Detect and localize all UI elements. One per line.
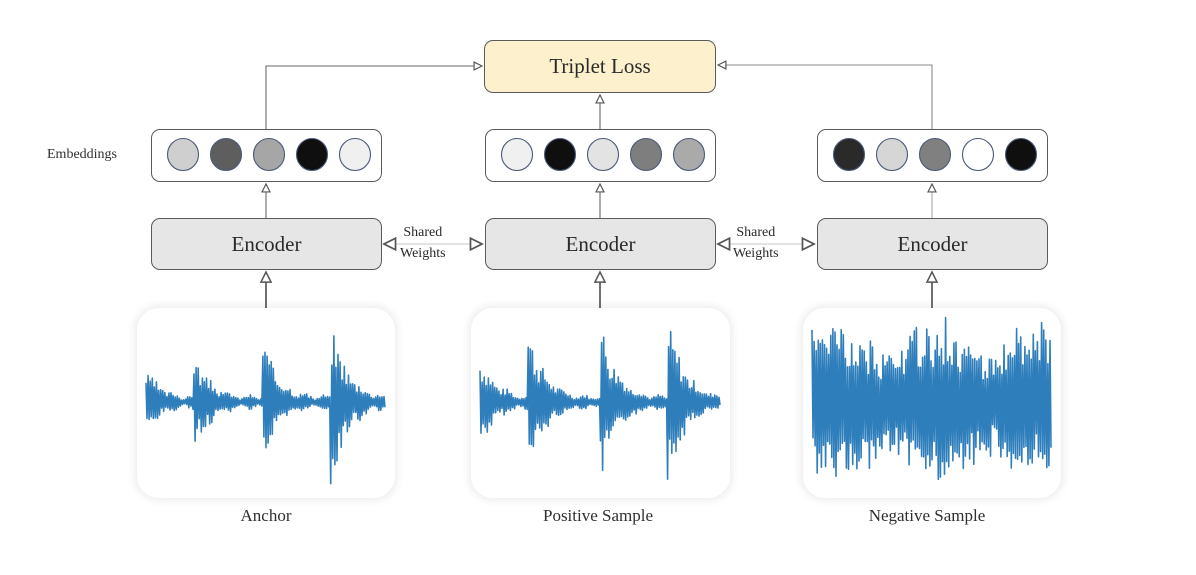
anchor-waveform-card xyxy=(137,308,395,498)
waveform-path xyxy=(479,330,721,480)
embedding-cell xyxy=(1004,137,1038,172)
embedding-cell xyxy=(586,137,620,172)
positive-embedding-box xyxy=(485,129,716,182)
embedding-cell xyxy=(543,137,577,172)
negative-embedding-box xyxy=(817,129,1048,182)
positive-encoder-box: Encoder xyxy=(485,218,716,270)
embedding-cell xyxy=(252,137,286,172)
embedding-cell xyxy=(672,137,706,172)
embedding-cell xyxy=(961,137,995,172)
anchor-encoder-label: Encoder xyxy=(231,231,302,256)
positive-embedding-vector xyxy=(500,137,706,172)
anchor-embedding-vector xyxy=(166,137,372,172)
positive-waveform xyxy=(479,330,721,480)
embeddings-label: Embeddings xyxy=(47,147,117,162)
triplet-loss-box: Triplet Loss xyxy=(484,40,716,93)
waveform-path xyxy=(811,316,1052,481)
embedding-cell xyxy=(500,137,534,172)
negative-encoder-label: Encoder xyxy=(897,231,968,256)
anchor-caption: Anchor xyxy=(240,506,292,525)
anchor-waveform xyxy=(145,335,386,485)
triplet-loss-label: Triplet Loss xyxy=(549,54,651,78)
embedding-cell xyxy=(875,137,909,172)
shared-weights-label-1: Shared Weights xyxy=(400,222,446,264)
embedding-cell xyxy=(295,137,329,172)
shared-weights-label-2: Shared Weights xyxy=(733,222,779,264)
positive-encoder-label: Encoder xyxy=(565,231,636,256)
shared-weights-line-1: Shared xyxy=(736,225,776,240)
embedding-cell xyxy=(832,137,866,172)
shared-weights-line-2: Weights xyxy=(733,246,779,261)
positive-caption: Positive Sample xyxy=(542,506,654,525)
embedding-cell xyxy=(209,137,243,172)
negative-waveform-card xyxy=(803,308,1061,498)
negative-waveform xyxy=(811,316,1052,481)
anchor-to-loss-arrow xyxy=(265,66,482,129)
embedding-cell xyxy=(338,137,372,172)
embedding-cell xyxy=(166,137,200,172)
shared-weights-line-2: Weights xyxy=(400,246,446,261)
positive-waveform-card xyxy=(471,308,730,498)
shared-weights-line-1: Shared xyxy=(403,225,443,240)
waveform-path xyxy=(145,335,386,485)
negative-embedding-vector xyxy=(832,137,1038,172)
negative-to-loss-arrow xyxy=(718,65,933,129)
anchor-encoder-box: Encoder xyxy=(151,218,382,270)
embedding-cell xyxy=(629,137,663,172)
negative-encoder-box: Encoder xyxy=(817,218,1048,270)
embedding-cell xyxy=(918,137,952,172)
anchor-embedding-box xyxy=(151,129,382,182)
negative-caption: Negative Sample xyxy=(868,506,986,525)
